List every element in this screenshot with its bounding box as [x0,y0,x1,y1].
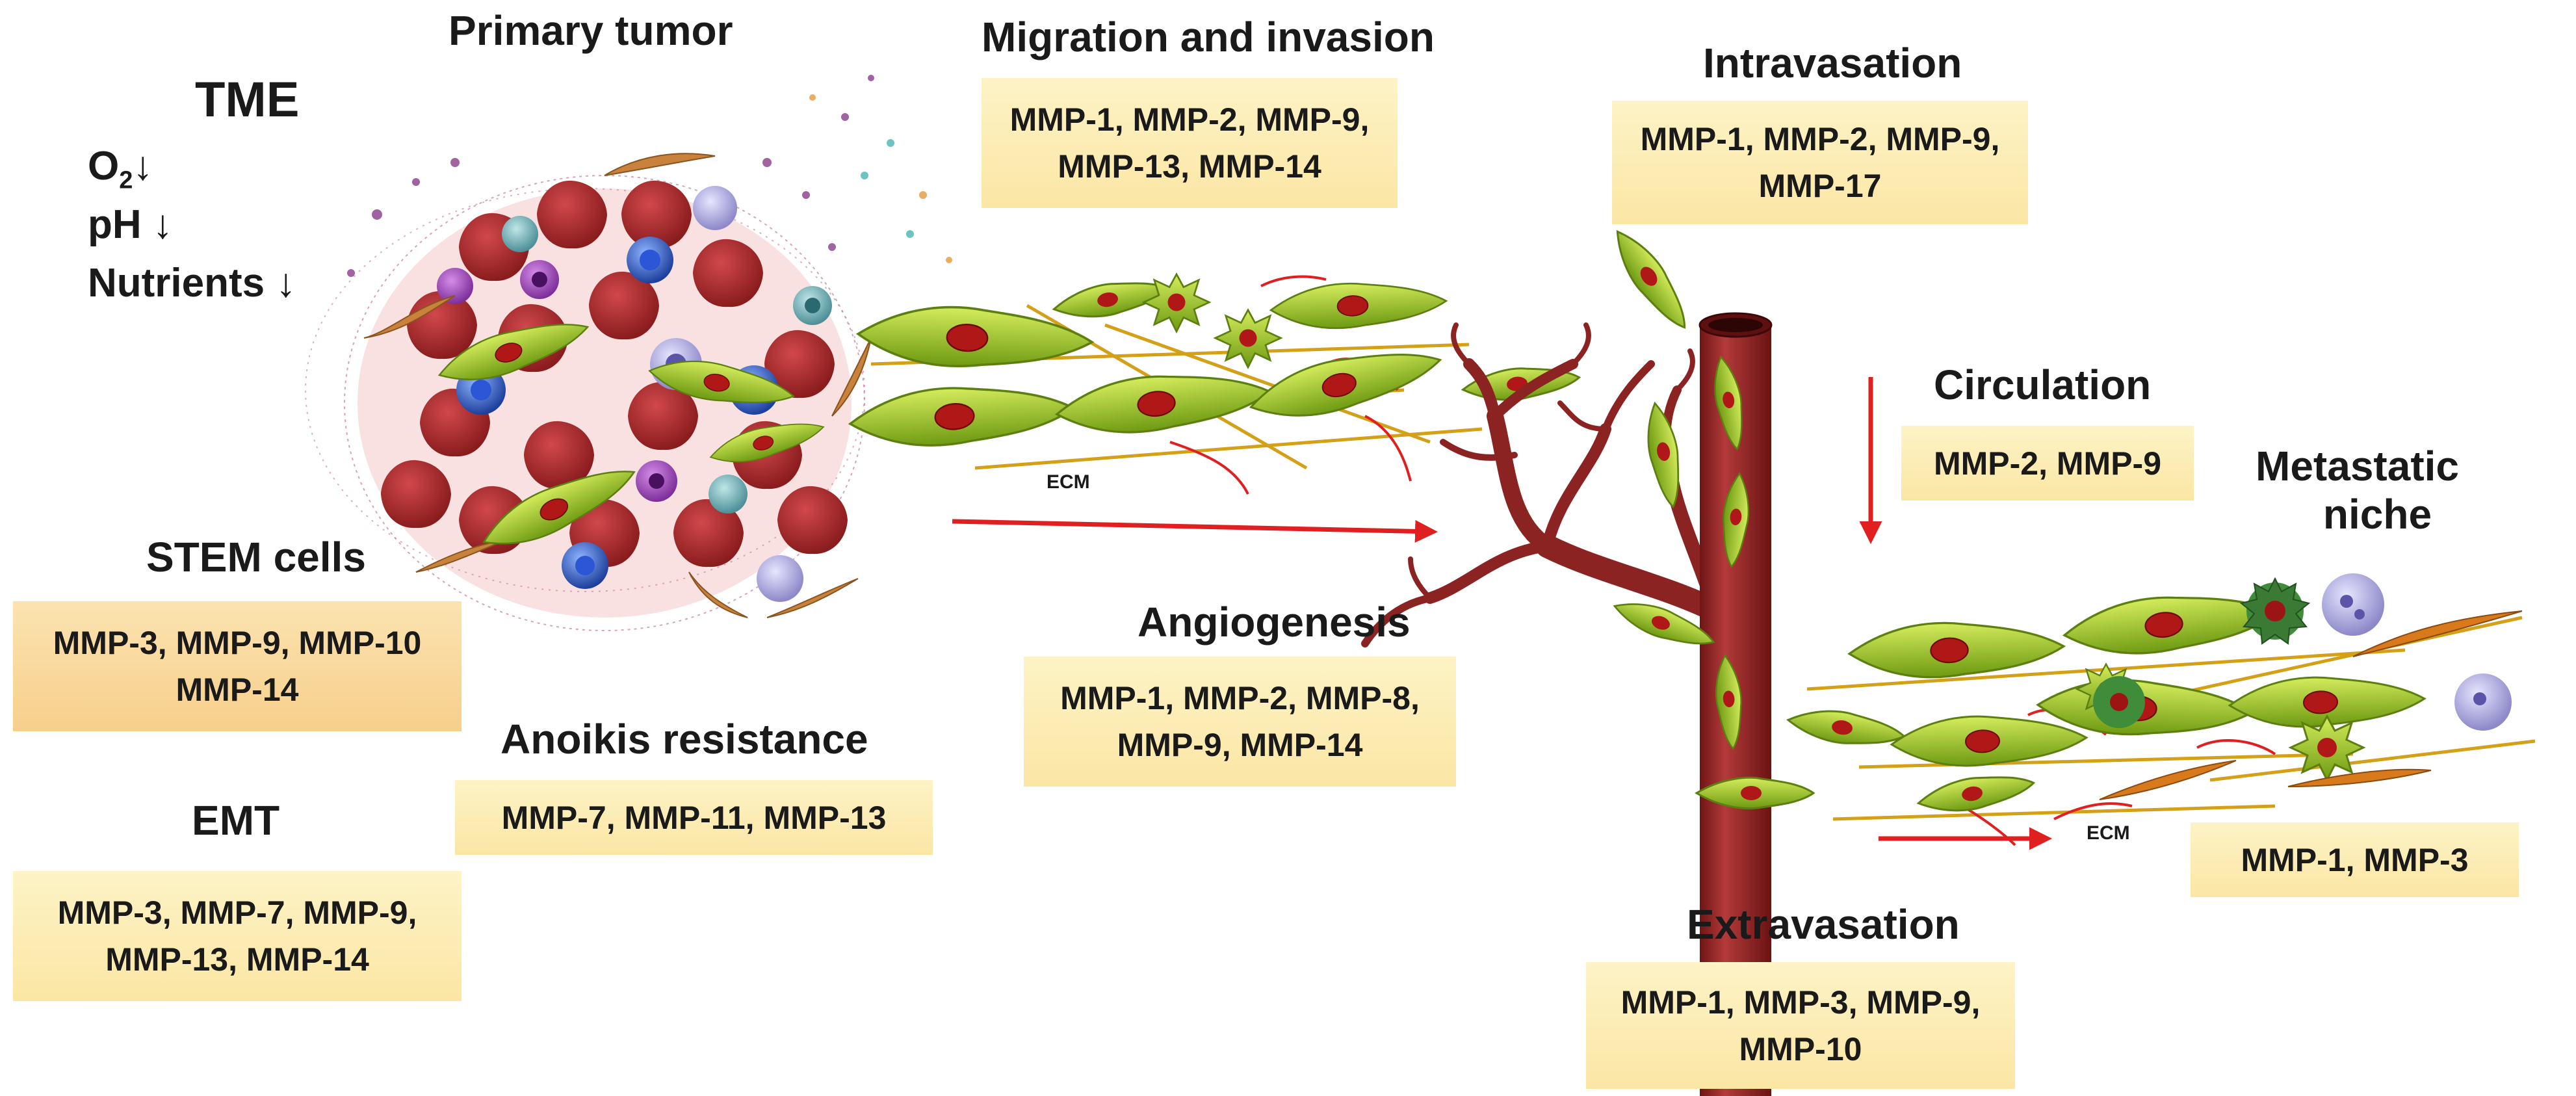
primary-tumor-label: Primary tumor [449,7,733,54]
intravasation-label: Intravasation [1703,40,1962,86]
tme-nutrients: Nutrients ↓ [88,261,296,306]
extravasation-mmp-box: MMP-1, MMP-3, MMP-9,MMP-10 [1586,962,2015,1089]
emt-label: EMT [192,797,280,844]
anoikis-label: Anoikis resistance [501,716,868,763]
flow-arrows [952,377,2052,850]
primary-tumor-cluster [305,75,952,631]
metastatic-niche-mmp-box: MMP-1, MMP-3 [2191,822,2519,897]
angiogenesis-label: Angiogenesis [1138,599,1411,646]
migration-mmp-box: MMP-1, MMP-2, MMP-9,MMP-13, MMP-14 [982,78,1398,208]
metastatic-cells [1785,573,2536,846]
tme-title: TME [195,72,300,127]
angiogenesis-mmp-box: MMP-1, MMP-2, MMP-8,MMP-9, MMP-14 [1024,657,1456,787]
tme-o2: O2↓ [88,144,153,194]
extravasation-label: Extravasation [1687,901,1960,948]
migration-cells [847,272,1582,495]
circulation-label: Circulation [1934,361,2152,408]
ecm-label-right: ECM [2087,822,2130,844]
anoikis-mmp-box: MMP-7, MMP-11, MMP-13 [455,780,933,855]
ecm-label-left: ECM [1047,471,1090,493]
tme-ph: pH ↓ [88,202,173,247]
intravasation-mmp-box: MMP-1, MMP-2, MMP-9,MMP-17 [1612,101,2028,224]
stem-cells-label: STEM cells [146,534,366,581]
circulation-mmp-box: MMP-2, MMP-9 [1901,426,2194,501]
migration-label: Migration and invasion [982,14,1435,60]
emt-mmp-box: MMP-3, MMP-7, MMP-9,MMP-13, MMP-14 [13,871,462,1001]
